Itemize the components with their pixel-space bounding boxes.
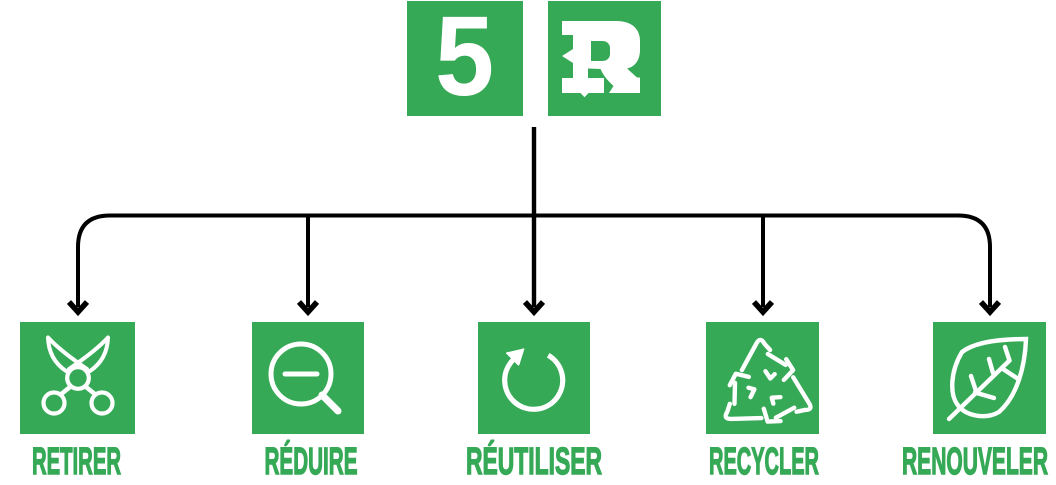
svg-text:RÉUTILISER: RÉUTILISER: [466, 439, 602, 483]
svg-text:RETIRER: RETIRER: [32, 441, 121, 483]
svg-text:5: 5: [435, 0, 494, 120]
svg-text:RENOUVELER: RENOUVELER: [902, 441, 1048, 483]
svg-text:RECYCLER: RECYCLER: [709, 441, 819, 483]
svg-text:RÉDUIRE: RÉDUIRE: [265, 439, 358, 483]
